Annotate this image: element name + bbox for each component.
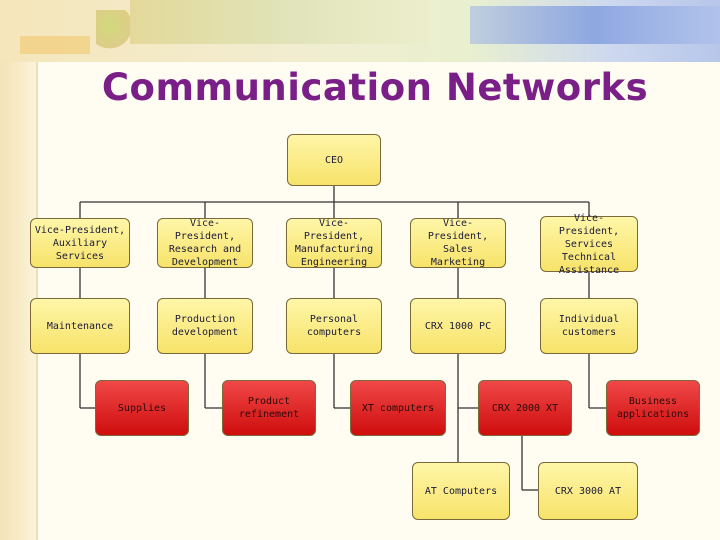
maintenance-node: Maintenance <box>30 298 130 354</box>
crx-3000-at-node: CRX 3000 AT <box>538 462 638 520</box>
personal-computers-node: Personal computers <box>286 298 382 354</box>
individual-customers-node: Individual customers <box>540 298 638 354</box>
decorative-texture <box>130 0 430 44</box>
top-decorative-band <box>0 0 720 62</box>
supplies-node: Supplies <box>95 380 189 436</box>
xt-computers-node: XT computers <box>350 380 446 436</box>
slide-title: Communication Networks <box>101 66 649 109</box>
decorative-texture <box>470 6 720 44</box>
production-development-node: Production development <box>157 298 253 354</box>
vp-sales-marketing-node: Vice-President, Sales Marketing <box>410 218 506 268</box>
vp-services-technical-assistance-node: Vice-President, Services Technical Assis… <box>540 213 638 276</box>
ceo-node: CEO <box>287 134 381 186</box>
vp-research-development-node: Vice-President, Research and Development <box>157 218 253 268</box>
vp-manufacturing-engineering-node: Vice-President, Manufacturing Engineerin… <box>286 218 382 268</box>
crx-2000-xt-node: CRX 2000 XT <box>478 380 572 436</box>
vp-auxiliary-services-node: Vice-President, Auxiliary Services <box>30 218 130 268</box>
crx-1000-pc-node: CRX 1000 PC <box>410 298 506 354</box>
business-applications-node: Business applications <box>606 380 700 436</box>
at-computers-node: AT Computers <box>412 462 510 520</box>
decorative-texture <box>96 10 130 50</box>
decorative-texture <box>20 36 90 54</box>
product-refinement-node: Product refinement <box>222 380 316 436</box>
left-decorative-band <box>0 0 36 540</box>
